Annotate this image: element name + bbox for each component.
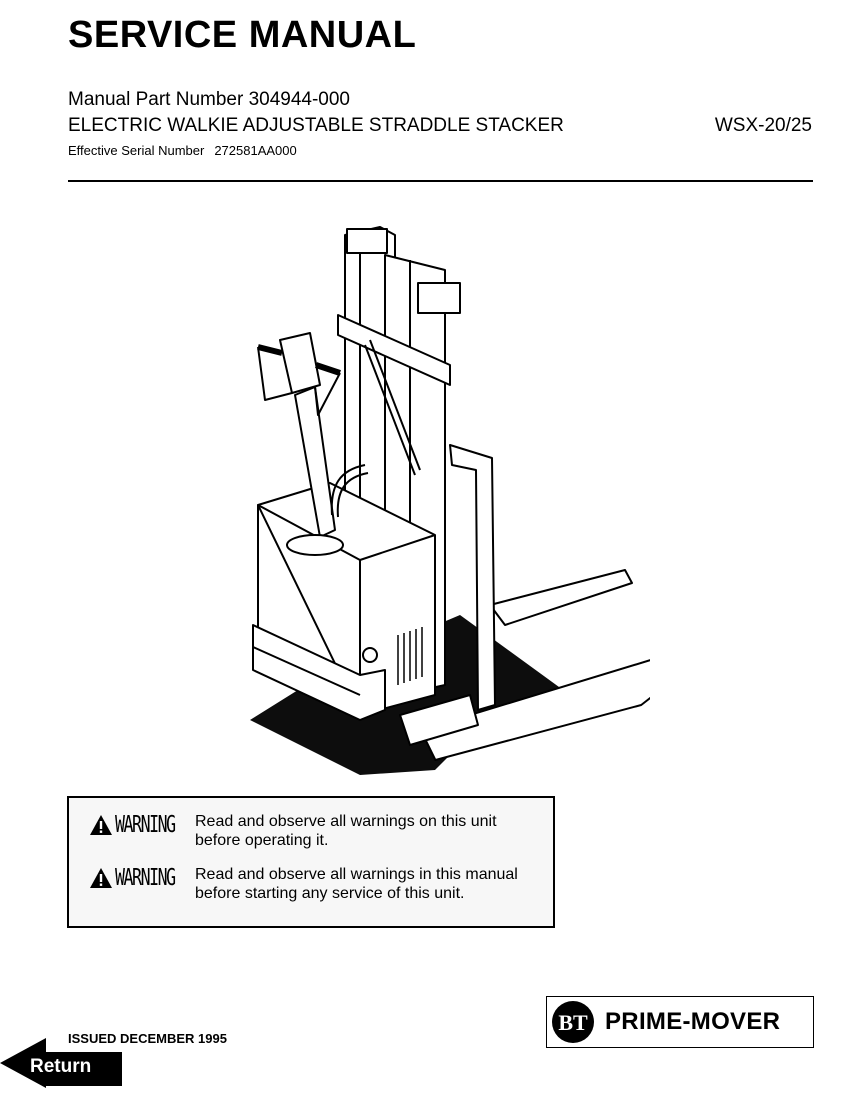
warning-text: Read and observe all warnings in this ma… bbox=[195, 866, 518, 902]
page-title: SERVICE MANUAL bbox=[68, 14, 417, 56]
company-logo: BT PRIME-MOVER bbox=[546, 996, 814, 1048]
return-button[interactable]: Return bbox=[0, 1038, 124, 1088]
serial-label: Effective Serial Number bbox=[68, 143, 205, 158]
part-number: Manual Part Number 304944-000 bbox=[68, 89, 351, 110]
header-divider bbox=[68, 180, 813, 182]
warning-label: WARNING bbox=[89, 865, 195, 891]
brand-name: PRIME-MOVER bbox=[605, 1008, 781, 1035]
warning-box: WARNING Read and observe all warnings on… bbox=[67, 796, 555, 928]
warning-triangle-icon bbox=[90, 815, 112, 835]
model-number: WSX-20/25 bbox=[714, 115, 812, 136]
stacker-illustration bbox=[250, 226, 650, 775]
warning-text: Read and observe all warnings on this un… bbox=[195, 813, 497, 849]
serial-number-line: Effective Serial Number 272581AA000 bbox=[68, 143, 297, 158]
logo-monogram: BT bbox=[558, 1010, 588, 1035]
warning-row: WARNING Read and observe all warnings on… bbox=[89, 812, 545, 850]
issue-date: ISSUED DECEMBER 1995 bbox=[68, 1031, 227, 1046]
return-label: Return bbox=[30, 1056, 92, 1077]
warning-row: WARNING Read and observe all warnings in… bbox=[89, 865, 545, 903]
back-arrow-icon bbox=[0, 1038, 122, 1088]
product-name: ELECTRIC WALKIE ADJUSTABLE STRADDLE STAC… bbox=[68, 115, 564, 136]
serial-value: 272581AA000 bbox=[214, 143, 297, 158]
warning-word: WARNING bbox=[115, 865, 176, 891]
warning-triangle-icon bbox=[90, 868, 112, 888]
bt-emblem-icon: BT bbox=[552, 1001, 594, 1043]
warning-word: WARNING bbox=[115, 812, 176, 838]
warning-label: WARNING bbox=[89, 812, 195, 838]
